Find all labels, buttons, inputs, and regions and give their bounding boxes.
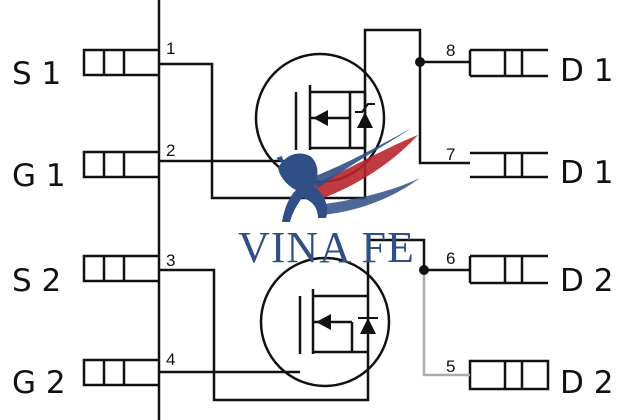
pin-1-number: 1: [166, 39, 175, 58]
pin-6-number: 6: [446, 249, 455, 268]
watermark-text: VINA FE: [238, 223, 415, 272]
mosfet-1-zener-bar: [355, 103, 375, 113]
pin-6-outline: [468, 254, 548, 285]
wire-drain-1: [418, 60, 470, 165]
mosfet-2-arrow: [316, 314, 331, 330]
pin-2-number: 2: [166, 141, 175, 160]
pin-7-label: D 1: [560, 155, 613, 191]
pin-8-outline: [468, 48, 548, 78]
winged-horse-logo: [276, 128, 420, 222]
pin-5-outline: [468, 359, 550, 391]
pin-1-outline: [82, 48, 159, 77]
wire-drain-2: [422, 268, 470, 377]
pin-3-label: S 2: [12, 263, 61, 299]
pin-7-outline: [470, 151, 548, 179]
pin-3-number: 3: [166, 251, 175, 270]
mosfet-1-arrow: [313, 110, 328, 126]
pin-1-label: S 1: [12, 56, 61, 92]
pin-5-number: 5: [446, 357, 455, 376]
pin-7-number: 7: [446, 145, 455, 164]
pin-2-outline: [82, 150, 159, 179]
pin-6-label: D 2: [560, 263, 613, 299]
pin-2-label: G 1: [12, 158, 66, 194]
pin-3-outline: [82, 254, 159, 283]
mosfet-2-symbol: [259, 256, 391, 388]
pin-4-label: G 2: [12, 365, 66, 401]
junction-dot-d1: [415, 57, 425, 67]
pin-5-label: D 2: [560, 365, 613, 401]
mosfet-1-symbol: [254, 52, 386, 184]
pin-8-number: 8: [446, 41, 455, 60]
mosfet-1-diode-triangle: [357, 112, 373, 128]
mosfet-2-diode-triangle: [360, 318, 376, 334]
pin-4-outline: [82, 358, 159, 387]
pin-4-number: 4: [166, 350, 175, 369]
pin-8-label: D 1: [560, 53, 613, 89]
wire-pin-3-source: [159, 238, 426, 402]
junction-dot-d2: [419, 265, 429, 275]
